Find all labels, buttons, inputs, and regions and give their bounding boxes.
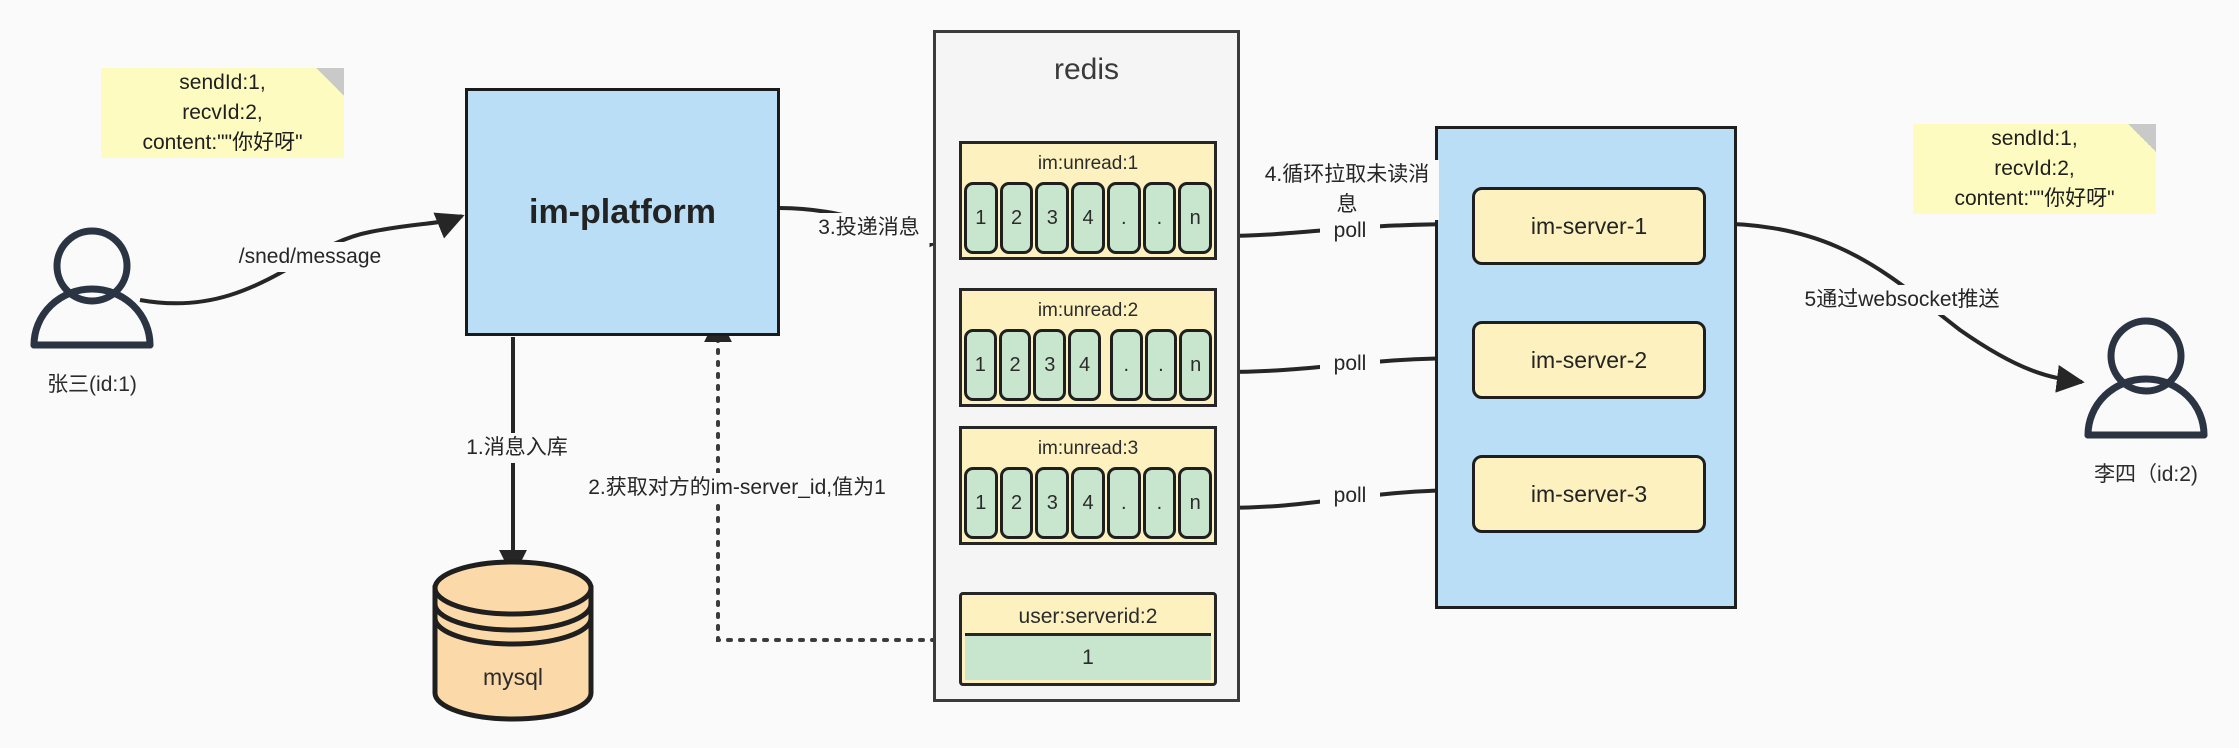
redis-key-im-unread-1[interactable]: im:unread:1 1 2 3 4 . . n: [959, 141, 1217, 260]
mysql-label: mysql: [482, 664, 544, 690]
note-fold-corner-icon: [2128, 124, 2156, 152]
im-server-3-box[interactable]: im-server-3: [1472, 455, 1706, 533]
note-left-text: sendId:1, recvId:2, content:""你好呀": [142, 71, 303, 154]
list-cell[interactable]: .: [1109, 329, 1143, 401]
im-server-2-label: im-server-2: [1530, 346, 1648, 373]
list-cell[interactable]: 1: [964, 182, 998, 254]
mysql-node[interactable]: mysql: [435, 562, 591, 719]
sender-avatar: [30, 227, 154, 349]
list-cell[interactable]: .: [1142, 182, 1177, 254]
list-cell[interactable]: n: [1178, 182, 1213, 254]
edge-label-step3: 3.投递消息: [805, 213, 933, 243]
edge-label-step2: 2.获取对方的im-server_id,值为1: [575, 473, 899, 503]
im-server-1-label: im-server-1: [1530, 212, 1648, 239]
note-right-text: sendId:1, recvId:2, content:""你好呀": [1954, 127, 2115, 210]
edge-label-step5: 5通过websocket推送: [1789, 285, 2015, 315]
list-cell[interactable]: 4: [1068, 329, 1101, 401]
list-cell[interactable]: 3: [1033, 329, 1067, 401]
edge-label-step4: 4.循环拉取未读消 息: [1255, 160, 1439, 220]
list-cell[interactable]: 4: [1071, 467, 1105, 539]
im-platform-box[interactable]: im-platform: [465, 88, 780, 336]
list-cell[interactable]: .: [1106, 467, 1141, 539]
redis-key-user-serverid[interactable]: user:serverid:2 1: [959, 592, 1217, 686]
list-cell[interactable]: 2: [998, 329, 1032, 401]
redis-key-cells: 1 2 3 4 . . n: [962, 467, 1214, 539]
redis-key-im-unread-2[interactable]: im:unread:2 1 2 3 4 . . n: [959, 288, 1217, 407]
im-server-1-box[interactable]: im-server-1: [1472, 187, 1706, 265]
list-cell[interactable]: 3: [1035, 182, 1070, 254]
redis-key-cells: 1 2 3 4 . . n: [962, 182, 1214, 254]
edge-label-poll-3: poll: [1320, 481, 1380, 511]
list-cell[interactable]: 3: [1035, 467, 1070, 539]
edge-label-send-message: /sned/message: [228, 242, 392, 272]
im-platform-label: im-platform: [529, 192, 716, 231]
list-cell[interactable]: 2: [999, 467, 1034, 539]
list-cell[interactable]: 1: [964, 467, 998, 539]
redis-kv-value: 1: [965, 633, 1211, 680]
edge-label-step1: 1.消息入库: [455, 433, 579, 463]
redis-title: redis: [1053, 53, 1120, 86]
list-cell[interactable]: .: [1144, 329, 1178, 401]
redis-key-label: im:unread:1: [962, 144, 1214, 184]
list-cell[interactable]: 1: [964, 329, 997, 401]
im-server-2-box[interactable]: im-server-2: [1472, 321, 1706, 399]
redis-kv-key-label: user:serverid:2: [1018, 605, 1158, 628]
receiver-label: 李四（id:2): [2094, 463, 2198, 486]
redis-key-label: im:unread:3: [962, 429, 1214, 469]
im-server-3-label: im-server-3: [1530, 480, 1648, 507]
list-cell[interactable]: 2: [999, 182, 1034, 254]
note-fold-corner-icon: [316, 68, 344, 96]
list-cell[interactable]: n: [1178, 467, 1213, 539]
list-cell[interactable]: .: [1106, 182, 1141, 254]
edge-label-poll-1: poll: [1320, 216, 1380, 246]
note-right-message-payload: sendId:1, recvId:2, content:""你好呀": [1913, 124, 2156, 214]
list-cell[interactable]: n: [1179, 329, 1213, 401]
redis-key-im-unread-3[interactable]: im:unread:3 1 2 3 4 . . n: [959, 426, 1217, 545]
sender-label: 张三(id:1): [47, 373, 137, 396]
edge-label-poll-2: poll: [1320, 349, 1380, 379]
redis-key-label: im:unread:2: [962, 291, 1214, 331]
note-left-message-payload: sendId:1, recvId:2, content:""你好呀": [101, 68, 344, 158]
redis-key-cells: 1 2 3 4 . . n: [962, 329, 1214, 401]
list-cell[interactable]: 4: [1071, 182, 1105, 254]
receiver-avatar: [2084, 317, 2208, 439]
list-cell[interactable]: .: [1142, 467, 1177, 539]
